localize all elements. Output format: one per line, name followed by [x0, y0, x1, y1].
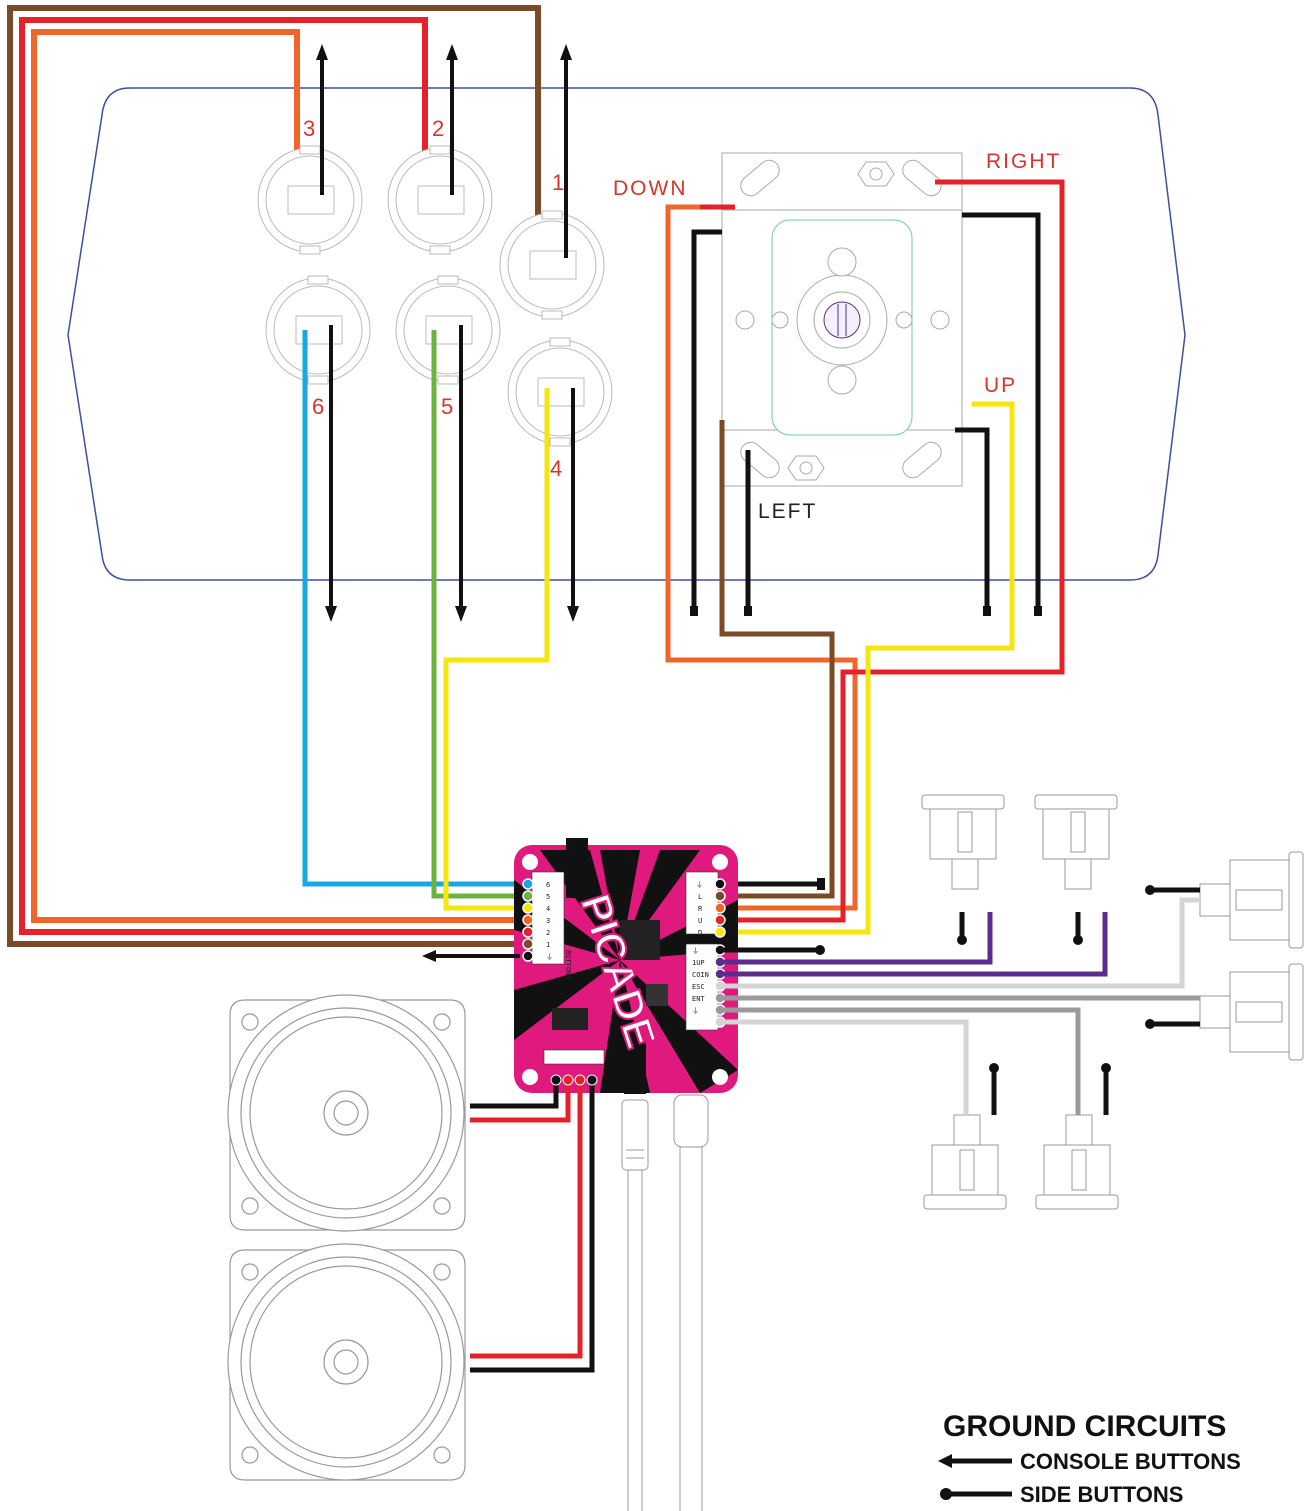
button-6 [265, 275, 371, 385]
pcb-ground-arrow [422, 950, 436, 962]
pin-label-2: 2 [546, 929, 550, 937]
pin-label-gnd-right: ⏚ [696, 881, 703, 889]
side-button-top-2 [1034, 794, 1118, 890]
button-label-1: 1 [552, 170, 564, 195]
pin-label-1up: 1UP [692, 959, 705, 967]
pin-label-d: D [698, 929, 702, 937]
arrow-heads [316, 44, 579, 622]
speaker-wires [470, 1080, 595, 1373]
button-label-3: 3 [303, 116, 315, 141]
button-label-4: 4 [550, 456, 562, 481]
pin-label-1: 1 [546, 941, 550, 949]
joystick-label-left: LEFT [758, 500, 817, 523]
pin-label-gnd-lower-2: ⏚ [692, 1007, 699, 1015]
button-label-5: 5 [441, 394, 453, 419]
joystick-label-up: UP [984, 374, 1017, 397]
side-button-right-2 [1199, 963, 1304, 1061]
button-ground-wires [320, 58, 575, 610]
speaker-pins [550, 1074, 598, 1086]
side-button-right-1 [1199, 851, 1304, 949]
joystick-label-down: DOWN [613, 177, 688, 200]
pin-label-6: 6 [546, 881, 550, 889]
joystick-ground-ends [690, 606, 1042, 890]
button-4 [507, 337, 613, 447]
side-button-bottom-2 [1035, 1114, 1119, 1210]
side-button-wires [720, 887, 1200, 1115]
pin-label-u: U [698, 917, 702, 925]
legend-dot-icon [940, 1488, 952, 1500]
control-panel-outline [67, 87, 1186, 581]
legend-side-buttons: SIDE BUTTONS [1020, 1482, 1183, 1507]
joystick-wires [665, 179, 1065, 935]
speaker-top [227, 994, 466, 1232]
button-3 [257, 145, 363, 255]
legend-title: GROUND CIRCUITS [943, 1410, 1226, 1443]
pin-label-r: R [698, 905, 703, 913]
pcb-right-pins [714, 878, 726, 1028]
legend-console-buttons: CONSOLE BUTTONS [1020, 1449, 1241, 1474]
pin-label-gnd-lower: ⏚ [692, 947, 699, 955]
action-buttons [257, 145, 613, 447]
pin-label-coin: COIN [692, 971, 709, 979]
lower-button-wires [302, 330, 550, 911]
pin-label-4: 4 [546, 905, 550, 913]
cables [621, 1094, 709, 1511]
joystick [721, 152, 963, 487]
button-label-2: 2 [432, 116, 444, 141]
speaker-bottom [227, 1243, 466, 1481]
side-ground-dots [815, 885, 1155, 1073]
button-5 [395, 275, 501, 385]
side-button-top-1 [921, 794, 1005, 890]
speakers [227, 994, 466, 1481]
pin-label-5: 5 [546, 893, 550, 901]
pcb-left-pins [522, 878, 534, 962]
pcb-buttons-header: BUTTONS [564, 950, 572, 980]
legend: GROUND CIRCUITS CONSOLE BUTTONS SIDE BUT… [938, 1410, 1241, 1507]
joystick-label-right: RIGHT [986, 150, 1061, 173]
side-button-bottom-1 [923, 1114, 1007, 1210]
picade-pcb [514, 838, 738, 1094]
side-buttons [921, 794, 1304, 1210]
top-loop-wires [7, 5, 541, 947]
button-1 [499, 210, 605, 320]
pin-label-3: 3 [546, 917, 550, 925]
pin-label-ent: ENT [692, 995, 705, 1003]
pin-label-l: L [698, 893, 702, 901]
pin-label-esc: ESC [692, 983, 705, 991]
legend-arrow-icon [938, 1454, 952, 1468]
button-label-6: 6 [312, 394, 324, 419]
button-2 [387, 145, 493, 255]
pin-label-gnd-left: ⏚ [546, 953, 553, 961]
